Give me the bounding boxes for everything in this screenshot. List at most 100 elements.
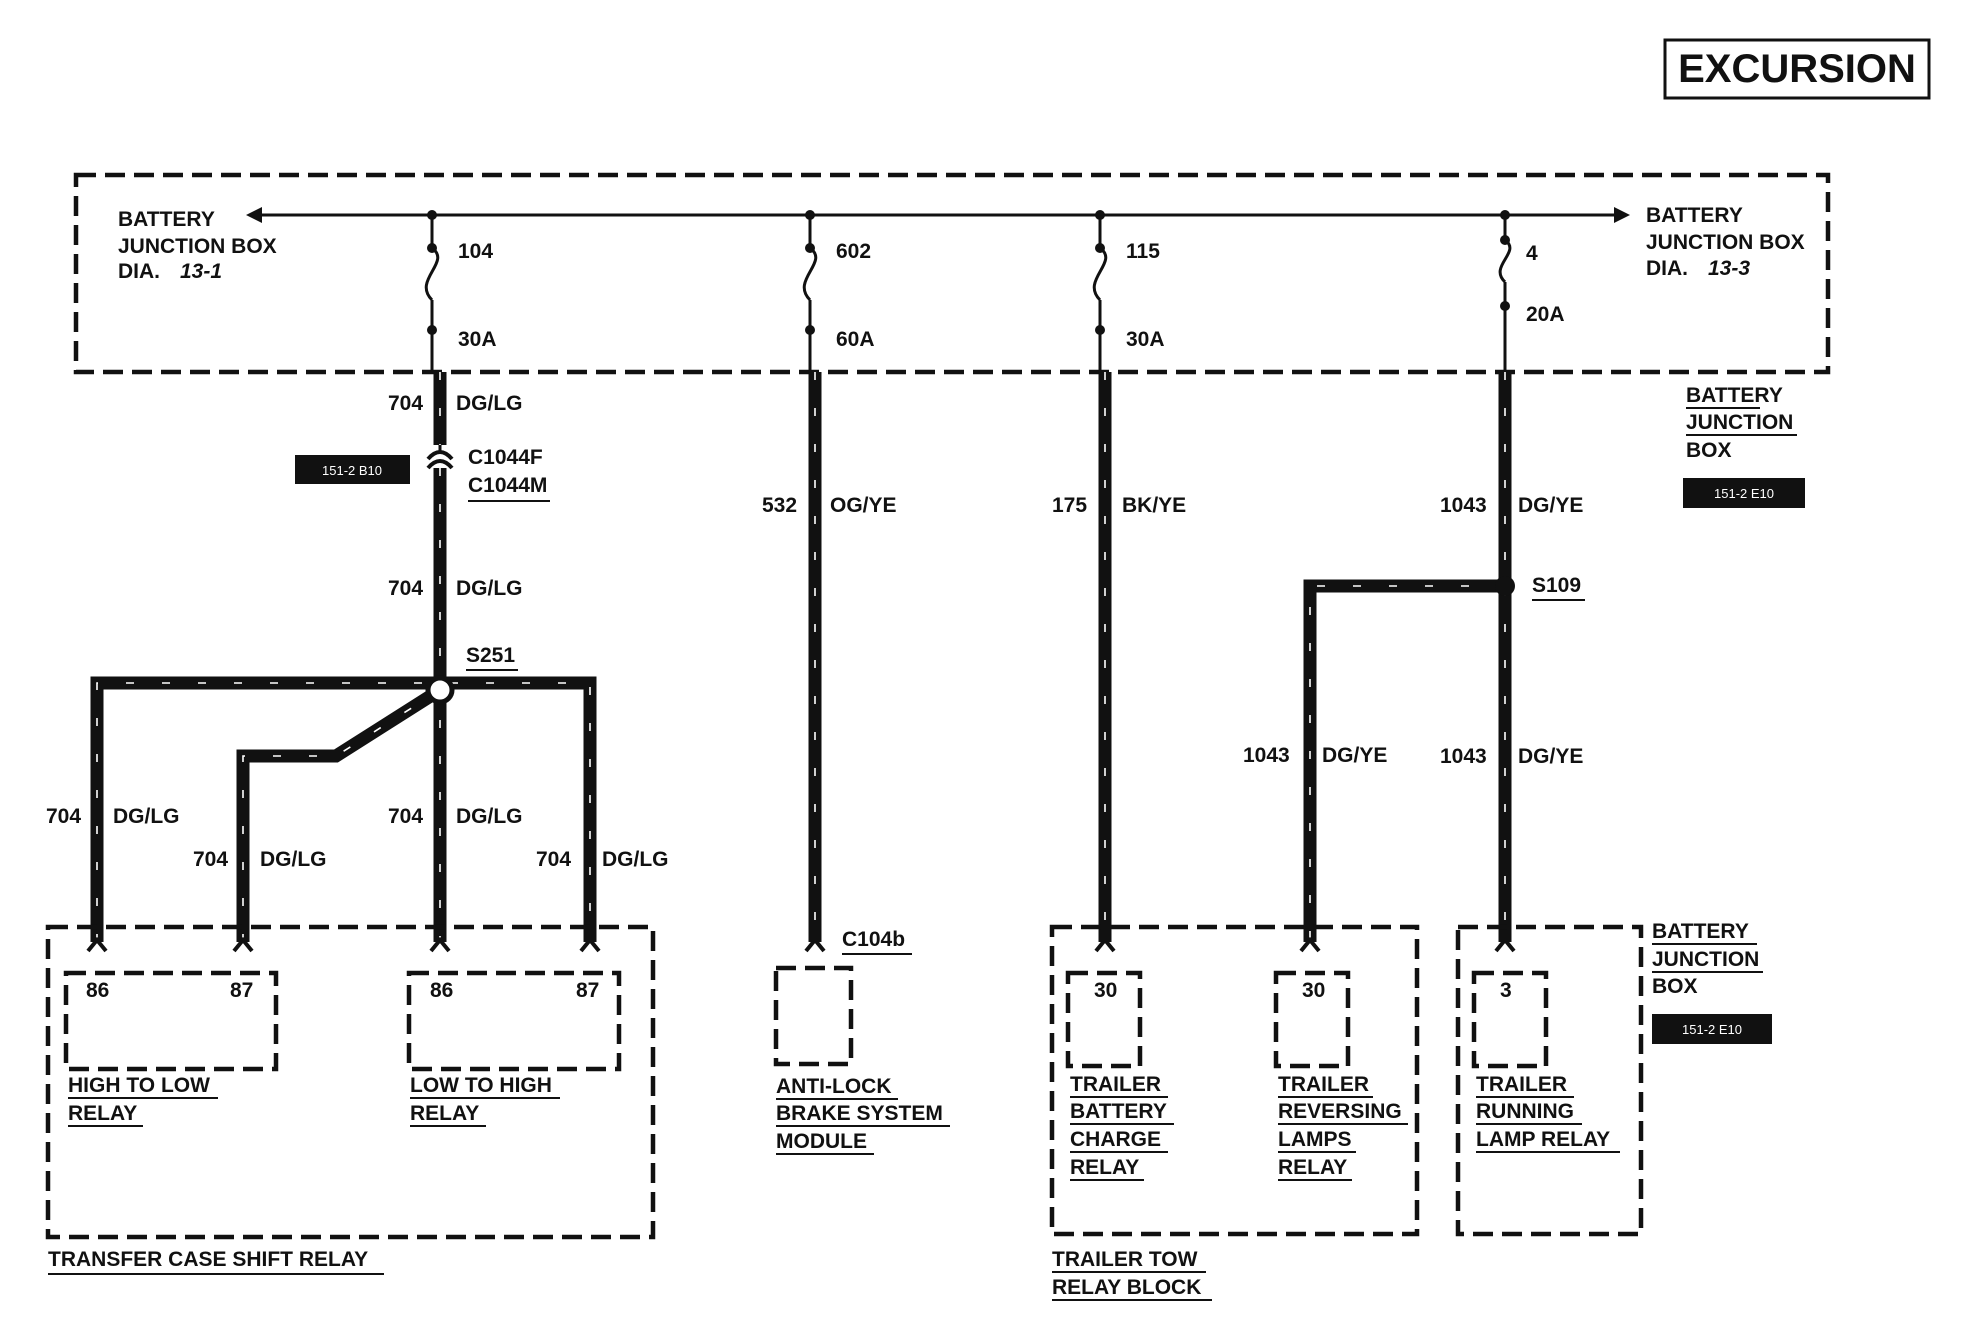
svg-text:BRAKE SYSTEM: BRAKE SYSTEM <box>776 1102 943 1125</box>
junction-box-label-bottom: BATTERY JUNCTION BOX <box>1652 920 1763 998</box>
wire-labels-704: 704 DG/LG 704 DG/LG 704 DG/LG 704 DG/LG … <box>46 392 669 871</box>
svg-text:704: 704 <box>388 392 423 415</box>
connector-c104b: C104b <box>842 928 912 955</box>
power-bus <box>246 207 1630 223</box>
splice-s251: S251 <box>425 644 518 705</box>
svg-text:151-2 E10: 151-2 E10 <box>1714 486 1774 501</box>
svg-text:JUNCTION: JUNCTION <box>1652 948 1759 971</box>
svg-text:BOX: BOX <box>1652 975 1698 998</box>
svg-text:DG/LG: DG/LG <box>260 848 327 871</box>
svg-text:RELAY: RELAY <box>1278 1156 1347 1179</box>
svg-text:OG/YE: OG/YE <box>830 494 897 517</box>
svg-text:532: 532 <box>762 494 797 517</box>
svg-text:RUNNING: RUNNING <box>1476 1100 1574 1123</box>
bus-right-arrow-icon <box>1614 207 1630 223</box>
svg-text:JUNCTION BOX: JUNCTION BOX <box>118 235 277 258</box>
trailer-tow-relay-block: 30 30 TRAILER BATTERY CHARGE RELAY TRAIL… <box>1049 924 1420 1301</box>
svg-text:1043: 1043 <box>1243 744 1290 767</box>
svg-text:DG/LG: DG/LG <box>456 577 523 600</box>
svg-text:704: 704 <box>46 805 81 828</box>
trailer-tow-relay-block-label: TRAILER TOW <box>1052 1248 1198 1271</box>
svg-text:151-2 B10: 151-2 B10 <box>322 463 382 478</box>
svg-text:60A: 60A <box>836 328 875 351</box>
fuse-115: 115 30A <box>1092 210 1165 372</box>
svg-text:104: 104 <box>458 240 493 263</box>
fuse-104: 104 30A <box>424 210 497 372</box>
transfer-case-shift-relay-label: TRANSFER CASE SHIFT RELAY <box>48 1248 368 1271</box>
svg-text:DG/LG: DG/LG <box>602 848 669 871</box>
svg-text:86: 86 <box>430 979 453 1002</box>
svg-text:BK/YE: BK/YE <box>1122 494 1186 517</box>
svg-text:C1044F: C1044F <box>468 446 543 469</box>
wire-labels-other: 532 OG/YE 175 BK/YE 1043 DG/YE 1043 DG/Y… <box>762 494 1583 768</box>
svg-text:S251: S251 <box>466 644 515 667</box>
svg-text:3: 3 <box>1500 979 1512 1002</box>
svg-text:30A: 30A <box>458 328 497 351</box>
svg-text:86: 86 <box>86 979 109 1002</box>
ref-tag-e10-upper: 151-2 E10 <box>1683 478 1805 508</box>
wire-704-branch-inner <box>236 684 444 942</box>
terminal-ends <box>86 936 1516 953</box>
svg-text:87: 87 <box>230 979 253 1002</box>
wires <box>90 372 1512 942</box>
svg-text:DG/LG: DG/LG <box>113 805 180 828</box>
svg-text:4: 4 <box>1526 242 1538 265</box>
svg-text:704: 704 <box>388 805 423 828</box>
svg-text:MODULE: MODULE <box>776 1130 867 1153</box>
svg-text:13-3: 13-3 <box>1708 257 1750 280</box>
svg-text:20A: 20A <box>1526 303 1565 326</box>
svg-text:BOX: BOX <box>1686 439 1732 462</box>
connector-c1044: C1044F C1044M <box>426 446 550 502</box>
fuse-icon <box>424 246 440 302</box>
svg-text:RELAY: RELAY <box>410 1102 479 1125</box>
svg-text:30: 30 <box>1302 979 1325 1002</box>
svg-text:DG/LG: DG/LG <box>456 805 523 828</box>
low-to-high-relay-label: LOW TO HIGH <box>410 1074 552 1097</box>
splice-s109: S109 <box>1495 574 1585 601</box>
svg-text:C1044M: C1044M <box>468 474 547 497</box>
svg-text:JUNCTION BOX: JUNCTION BOX <box>1646 231 1805 254</box>
svg-text:S109: S109 <box>1532 574 1581 597</box>
svg-text:TRAILER: TRAILER <box>1476 1073 1567 1096</box>
svg-text:DG/LG: DG/LG <box>456 392 523 415</box>
ref-tag-e10-lower: 151-2 E10 <box>1652 1014 1772 1044</box>
svg-text:87: 87 <box>576 979 599 1002</box>
fuse-icon <box>1498 238 1512 284</box>
svg-text:ANTI-LOCK: ANTI-LOCK <box>776 1075 891 1098</box>
svg-text:DIA.: DIA. <box>118 260 160 283</box>
battery-junction-box-outline <box>73 172 1831 375</box>
svg-text:175: 175 <box>1052 494 1087 517</box>
trailer-running-lamp-relay: 3 TRAILER RUNNING LAMP RELAY <box>1455 924 1644 1237</box>
trailer-reversing-lamps-relay-box <box>1273 970 1351 1069</box>
svg-text:30: 30 <box>1094 979 1117 1002</box>
ref-tag-b10: 151-2 B10 <box>295 455 410 484</box>
svg-text:704: 704 <box>193 848 228 871</box>
svg-text:DIA.: DIA. <box>1646 257 1688 280</box>
svg-text:151-2 E10: 151-2 E10 <box>1682 1022 1742 1037</box>
fuse-602: 602 60A <box>802 210 875 372</box>
trailer-battery-charge-relay-label: TRAILER <box>1070 1073 1161 1096</box>
low-to-high-relay-box <box>406 970 622 1072</box>
anti-lock-brake-system-module: ANTI-LOCK BRAKE SYSTEM MODULE <box>773 965 950 1155</box>
trailer-reversing-lamps-relay-label: TRAILER <box>1278 1073 1369 1096</box>
svg-text:704: 704 <box>536 848 571 871</box>
svg-text:115: 115 <box>1126 240 1160 263</box>
high-to-low-relay-label: HIGH TO LOW <box>68 1074 210 1097</box>
title-box: EXCURSION <box>1663 38 1931 100</box>
bus-right-label: BATTERY JUNCTION BOX DIA. 13-3 <box>1646 204 1805 280</box>
svg-text:RELAY BLOCK: RELAY BLOCK <box>1052 1276 1201 1299</box>
svg-text:CHARGE: CHARGE <box>1070 1128 1161 1151</box>
svg-text:BATTERY: BATTERY <box>1652 920 1749 943</box>
junction-box-label-right: BATTERY JUNCTION BOX <box>1686 384 1797 462</box>
svg-text:LAMP RELAY: LAMP RELAY <box>1476 1128 1610 1151</box>
svg-text:LAMPS: LAMPS <box>1278 1128 1352 1151</box>
bus-left-label: BATTERY JUNCTION BOX DIA. 13-1 <box>118 208 277 283</box>
fuse-icon <box>1092 246 1108 302</box>
svg-text:DG/YE: DG/YE <box>1518 494 1583 517</box>
svg-text:DG/YE: DG/YE <box>1518 745 1583 768</box>
svg-text:DG/YE: DG/YE <box>1322 744 1387 767</box>
svg-text:REVERSING: REVERSING <box>1278 1100 1402 1123</box>
fuse-icon <box>802 246 818 302</box>
svg-text:13-1: 13-1 <box>180 260 222 283</box>
